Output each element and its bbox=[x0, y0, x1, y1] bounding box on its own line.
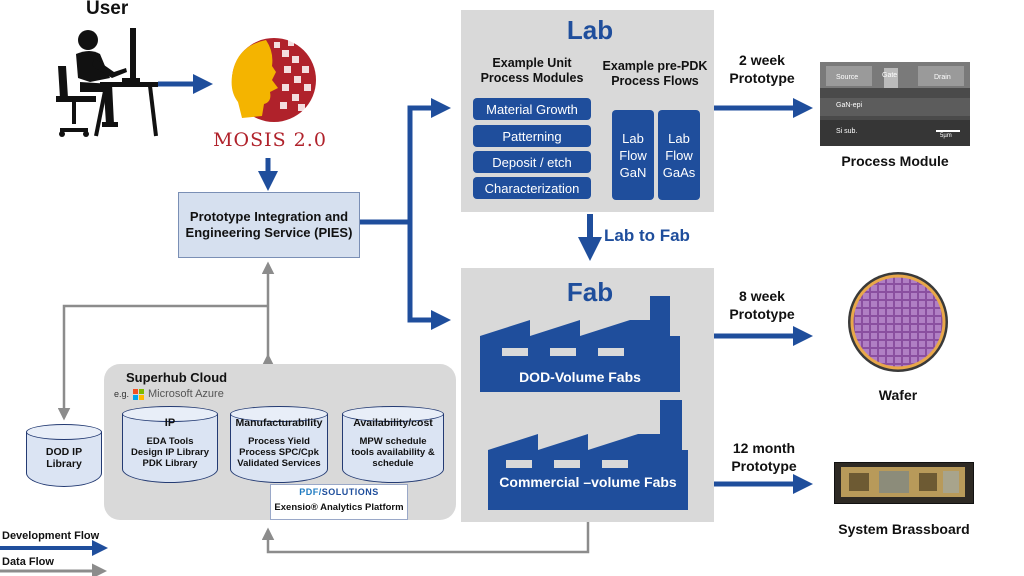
sem-cross-section-image: Source Gate Drain GaN-epi Si sub. 5µm bbox=[820, 62, 970, 146]
sem-sub-label: Si sub. bbox=[836, 128, 858, 135]
brassboard-label: System Brassboard bbox=[838, 521, 970, 537]
manufacturability-database[interactable]: Manufacturability Process Yield Process … bbox=[230, 406, 328, 483]
manuf-item-2: Process SPC/Cpk bbox=[239, 447, 319, 458]
modules-header: Example Unit Process Modules bbox=[480, 56, 584, 85]
arrow-pies-to-lab bbox=[360, 98, 451, 225]
module-patterning[interactable]: Patterning bbox=[473, 125, 591, 147]
ip-title: IP bbox=[164, 417, 176, 429]
legend-data-flow-label: Data Flow bbox=[2, 556, 54, 568]
avail-title: Availability/cost bbox=[353, 417, 433, 429]
legend-dev-flow-label: Development Flow bbox=[2, 530, 100, 542]
manuf-item-3: Validated Services bbox=[237, 458, 321, 469]
azure-label: Microsoft Azure bbox=[148, 388, 224, 400]
dod-factory-icon bbox=[480, 296, 680, 392]
azure-logo: e.g. Microsoft Azure bbox=[114, 387, 224, 401]
lab-to-fab-label: Lab to Fab bbox=[604, 226, 690, 245]
microsoft-logo-icon bbox=[133, 388, 145, 400]
pdf-logo-part-a: PDF/ bbox=[299, 487, 322, 497]
eg-label: e.g. bbox=[114, 389, 130, 399]
brassboard-image bbox=[834, 462, 974, 504]
user-label: User bbox=[86, 0, 129, 19]
timeline-2-week: 2 week Prototype bbox=[729, 52, 795, 86]
dod-fabs-label: DOD-Volume Fabs bbox=[519, 369, 641, 385]
arrow-pies-to-fab bbox=[407, 222, 451, 330]
ip-item-2: Design IP Library bbox=[131, 447, 209, 458]
lab-title: Lab bbox=[566, 14, 614, 45]
exensio-label: Exensio® Analytics Platform bbox=[274, 501, 404, 513]
module-characterization[interactable]: Characterization bbox=[473, 177, 591, 199]
dod-ip-library-database[interactable]: DOD IP Library bbox=[26, 424, 102, 487]
sem-source-label: Source bbox=[836, 74, 859, 81]
sem-scale-label: 5µm bbox=[940, 133, 952, 139]
arrow-pies-to-dod-library bbox=[57, 304, 268, 421]
fab-title: Fab bbox=[566, 276, 614, 307]
commercial-fabs-label: Commercial –volume Fabs bbox=[499, 473, 677, 490]
user-at-computer-icon bbox=[56, 28, 158, 137]
timeline-8-week: 8 week Prototype bbox=[729, 288, 795, 322]
sem-gate-label: Gate bbox=[882, 72, 898, 79]
wafer-image bbox=[848, 272, 948, 372]
manuf-item-1: Process Yield bbox=[248, 436, 310, 447]
process-module-label: Process Module bbox=[841, 153, 949, 169]
arrow-fab-to-superhub bbox=[261, 522, 590, 554]
exensio-platform-box[interactable]: PDF/ SOLUTIONS Exensio® Analytics Platfo… bbox=[270, 484, 408, 520]
ip-database[interactable]: IP EDA Tools Design IP Library PDK Libra… bbox=[122, 406, 218, 483]
pdf-logo-part-b: SOLUTIONS bbox=[321, 487, 379, 497]
pies-box[interactable]: Prototype Integration and Engineering Se… bbox=[178, 192, 360, 258]
sem-drain-label: Drain bbox=[934, 74, 951, 81]
sem-epi-label: GaN-epi bbox=[836, 102, 863, 109]
mosis-label: MOSIS 2.0 bbox=[213, 129, 327, 151]
avail-item-3: schedule bbox=[372, 458, 414, 469]
flow-gan[interactable]: Lab Flow GaN bbox=[612, 110, 654, 200]
manuf-title: Manufacturability bbox=[235, 417, 323, 429]
flow-gaas[interactable]: Lab Flow GaAs bbox=[658, 110, 700, 200]
pdf-solutions-logo: PDF/ SOLUTIONS bbox=[271, 485, 407, 499]
mosis-logo-icon bbox=[231, 38, 316, 122]
availability-database[interactable]: Availability/cost MPW schedule tools ava… bbox=[342, 406, 444, 483]
dod-library-label: DOD IP Library bbox=[45, 446, 83, 470]
ip-item-1: EDA Tools bbox=[146, 436, 194, 447]
ip-item-3: PDK Library bbox=[142, 458, 198, 469]
module-deposit-etch[interactable]: Deposit / etch bbox=[473, 151, 591, 173]
avail-item-2: tools availability & bbox=[351, 447, 435, 458]
wafer-label: Wafer bbox=[878, 387, 918, 403]
commercial-factory-icon bbox=[488, 400, 688, 510]
module-material-growth[interactable]: Material Growth bbox=[473, 98, 591, 120]
flows-header: Example pre-PDK Process Flows bbox=[602, 59, 708, 88]
avail-item-1: MPW schedule bbox=[359, 436, 427, 447]
timeline-12-month: 12 month Prototype bbox=[731, 440, 797, 474]
superhub-title: Superhub Cloud bbox=[126, 370, 228, 385]
